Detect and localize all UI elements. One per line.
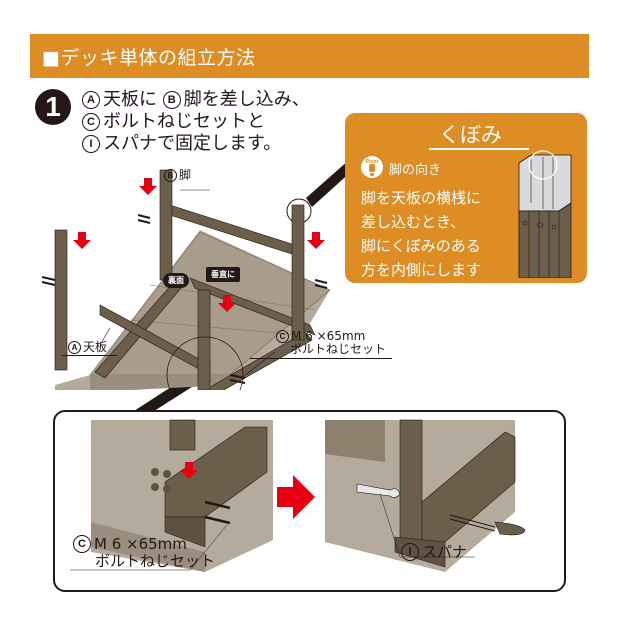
detail-illustration <box>70 419 526 572</box>
recess-label-underline <box>429 148 529 150</box>
instruction-text-c: ボルトねじセットと <box>103 111 265 132</box>
point-body: 脚を天板の横桟に 差し込むとき、 脚にくぼみのある 方を内側にします <box>361 186 481 282</box>
red-arrow-icon <box>73 178 325 312</box>
marker-i: I <box>401 543 419 561</box>
point-icon-text: Point <box>365 159 379 165</box>
marker-c: C <box>73 535 91 553</box>
tag-vertical: 垂直に <box>206 267 240 282</box>
point-body-line: 脚を天板の横桟に <box>361 189 482 207</box>
tag-back-side: 裏面 <box>163 273 189 288</box>
recess-label: くぼみ <box>439 123 502 147</box>
leg-recess-illustration <box>518 150 572 278</box>
instruction-text-b: 脚を差し込み、 <box>183 89 310 110</box>
detail-label-bolt-size: M 6 ×65mm <box>94 535 187 553</box>
deck-assembly-illustration <box>41 169 331 390</box>
instruction-text-i: スパナで固定します。 <box>103 133 282 154</box>
point-title: 脚の向き <box>389 163 442 178</box>
step-number-badge: 1 <box>35 89 71 125</box>
point-body-line: 差し込むとき、 <box>361 213 465 231</box>
instruction-text-a: 天板に <box>103 89 157 110</box>
label-bolt-size: M 6 ×65mm <box>291 329 366 343</box>
label-bolt-name: ボルトねじセット <box>290 342 387 356</box>
marker-a: A <box>82 91 100 109</box>
marker-c: C <box>82 113 100 131</box>
detail-label-wrench-text: スパナ <box>422 543 468 561</box>
marker-i: I <box>82 135 100 153</box>
marker-b: B <box>162 91 181 109</box>
marker-a: A <box>68 341 81 354</box>
label-top-board-underline <box>62 355 117 356</box>
label-bolt-underline <box>250 358 392 359</box>
label-leg-text: 脚 <box>179 168 192 182</box>
label-top-board-text: 天板 <box>83 340 108 354</box>
detail-label-bolt-name: ボルトねじセット <box>95 552 216 570</box>
point-box: くぼみ Point 脚の向き 脚を天板の横桟に 差し込むとき、 脚にくぼみのある… <box>345 113 587 283</box>
point-exclamation-icon: Point <box>361 156 383 178</box>
section-header: ■デッキ単体の組立方法 <box>30 34 589 78</box>
marker-b: B <box>164 169 177 182</box>
point-body-line: 脚にくぼみのある <box>361 237 481 255</box>
section-title: ■デッキ単体の組立方法 <box>42 47 256 69</box>
marker-c: C <box>276 330 289 343</box>
point-body-line: 方を内側にします <box>361 261 482 279</box>
